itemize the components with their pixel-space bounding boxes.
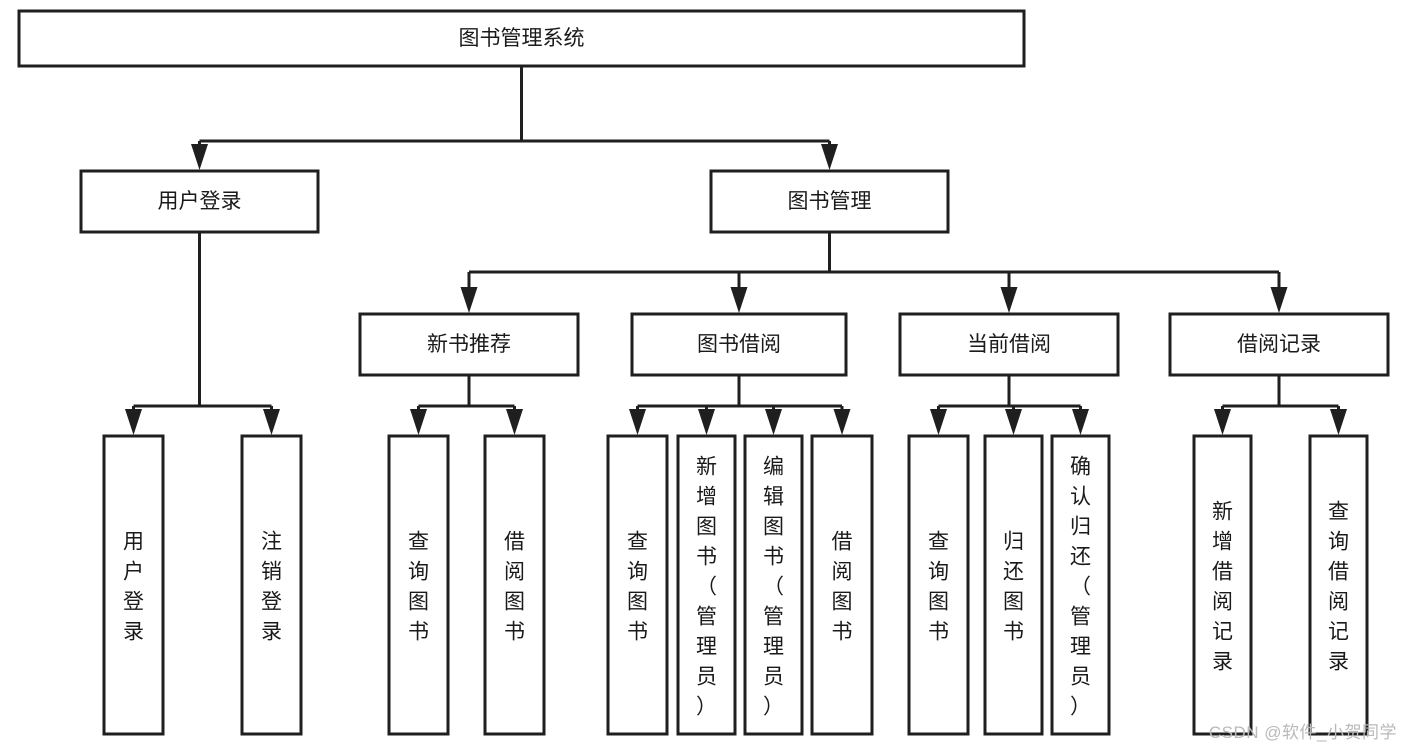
arrow-head-icon — [506, 409, 523, 435]
node-l_nr_borrow[interactable]: 借阅图书 — [483, 434, 546, 736]
node-l_user_login[interactable]: 用户登录 — [102, 434, 165, 736]
node-n_book_mgmt[interactable]: 图书管理 — [709, 169, 950, 234]
node-box[interactable] — [743, 434, 804, 736]
node-label: 新增图书（管理员） — [696, 455, 717, 718]
arrow-head-icon — [1270, 287, 1288, 313]
arrow-head-icon — [833, 409, 851, 435]
node-l_bb_borrow[interactable]: 借阅图书 — [810, 434, 874, 736]
node-n_new_rec[interactable]: 新书推荐 — [358, 312, 580, 377]
node-box[interactable] — [358, 312, 580, 377]
node-box[interactable] — [630, 312, 848, 377]
node-box[interactable] — [898, 312, 1120, 377]
node-box[interactable] — [907, 434, 970, 736]
watermark-text: CSDN @软件_小贺同学 — [1208, 723, 1397, 742]
node-label: 确认归还（管理员） — [1070, 455, 1091, 718]
node-label: 图书管理 — [788, 190, 872, 213]
node-label: 归还图书 — [1003, 530, 1024, 643]
arrow-head-icon — [125, 409, 142, 435]
connector-group-root — [191, 66, 838, 170]
arrow-head-icon — [730, 287, 748, 313]
arrow-head-icon — [1214, 409, 1231, 435]
node-l_bb_query[interactable]: 查询图书 — [606, 434, 669, 736]
node-box[interactable] — [983, 434, 1044, 736]
node-label: 用户登录 — [123, 530, 144, 643]
node-n_current[interactable]: 当前借阅 — [898, 312, 1120, 377]
arrow-head-icon — [930, 409, 947, 435]
node-l_bb_add[interactable]: 新增图书（管理员） — [676, 434, 737, 736]
node-label: 借阅记录 — [1237, 333, 1321, 356]
node-box[interactable] — [240, 434, 303, 736]
connector-group-n_borrow — [629, 375, 851, 435]
arrow-head-icon — [191, 144, 208, 170]
node-n_borrow[interactable]: 图书借阅 — [630, 312, 848, 377]
node-label: 当前借阅 — [967, 333, 1051, 356]
node-label: 编辑图书（管理员） — [763, 455, 784, 718]
node-box[interactable] — [810, 434, 874, 736]
node-label: 查询借阅记录 — [1328, 500, 1349, 673]
connector-group-n_current — [930, 375, 1089, 435]
node-box[interactable] — [1192, 434, 1253, 736]
node-label: 查询图书 — [928, 530, 949, 643]
node-l_cb_query[interactable]: 查询图书 — [907, 434, 970, 736]
node-l_logout[interactable]: 注销登录 — [240, 434, 303, 736]
arrow-head-icon — [629, 409, 646, 435]
node-l_nr_query[interactable]: 查询图书 — [387, 434, 450, 736]
node-n_user_login[interactable]: 用户登录 — [79, 169, 320, 234]
node-box[interactable] — [483, 434, 546, 736]
node-box[interactable] — [102, 434, 165, 736]
arrow-head-icon — [1072, 409, 1089, 435]
connector-group-n_book_mgmt — [460, 232, 1288, 313]
connector-group-n_user_login — [125, 232, 280, 435]
node-l_bb_edit[interactable]: 编辑图书（管理员） — [743, 434, 804, 736]
node-label: 新书推荐 — [427, 333, 511, 356]
node-l_cb_confirm[interactable]: 确认归还（管理员） — [1050, 434, 1111, 736]
node-box[interactable] — [676, 434, 737, 736]
connector-layer — [125, 66, 1347, 435]
connector-group-n_records — [1214, 375, 1347, 435]
node-label: 图书管理系统 — [459, 27, 585, 50]
node-label: 用户登录 — [158, 190, 242, 213]
node-label: 注销登录 — [261, 530, 282, 643]
node-box[interactable] — [709, 169, 950, 234]
node-box[interactable] — [387, 434, 450, 736]
arrow-head-icon — [1330, 409, 1347, 435]
node-l_rec_query[interactable]: 查询借阅记录 — [1308, 434, 1369, 736]
arrow-head-icon — [460, 287, 478, 313]
node-l_cb_return[interactable]: 归还图书 — [983, 434, 1044, 736]
node-box[interactable] — [17, 9, 1026, 68]
node-box[interactable] — [1168, 312, 1390, 377]
node-label: 查询图书 — [408, 530, 429, 643]
node-box[interactable] — [1050, 434, 1111, 736]
node-box[interactable] — [79, 169, 320, 234]
arrow-head-icon — [765, 409, 782, 435]
arrow-head-icon — [1005, 409, 1022, 435]
arrow-head-icon — [1000, 287, 1018, 313]
node-label: 借阅图书 — [504, 530, 525, 643]
arrow-head-icon — [263, 409, 280, 435]
node-box[interactable] — [1308, 434, 1369, 736]
node-l_rec_add[interactable]: 新增借阅记录 — [1192, 434, 1253, 736]
node-layer: 图书管理系统用户登录图书管理新书推荐图书借阅当前借阅借阅记录用户登录注销登录查询… — [17, 9, 1390, 736]
connector-group-n_new_rec — [410, 375, 523, 435]
node-label: 借阅图书 — [832, 530, 853, 643]
node-n_records[interactable]: 借阅记录 — [1168, 312, 1390, 377]
node-box[interactable] — [606, 434, 669, 736]
arrow-head-icon — [821, 144, 838, 170]
node-label: 查询图书 — [627, 530, 648, 643]
node-label: 图书借阅 — [697, 333, 781, 356]
arrow-head-icon — [410, 409, 427, 435]
node-label: 新增借阅记录 — [1212, 500, 1233, 673]
node-root[interactable]: 图书管理系统 — [17, 9, 1026, 68]
arrow-head-icon — [698, 409, 715, 435]
